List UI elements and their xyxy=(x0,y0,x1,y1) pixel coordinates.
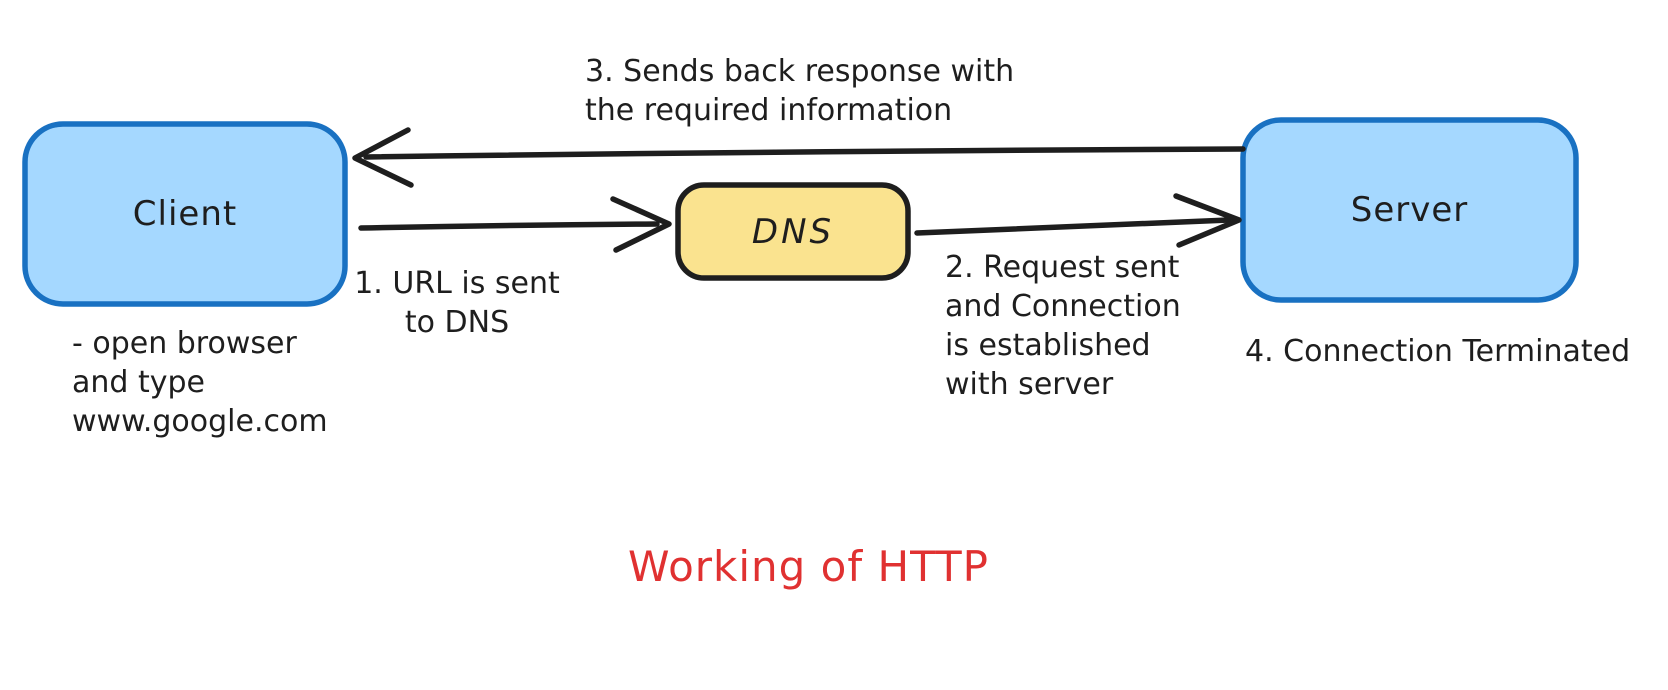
annotation-step2-line3: is established xyxy=(945,328,1151,363)
server-box xyxy=(1240,117,1579,303)
client-to-dns-arrow-line xyxy=(358,221,660,231)
client-label: Client xyxy=(132,194,238,234)
client-note-line2: and type xyxy=(72,365,205,400)
annotation-step2-line2: and Connection xyxy=(945,289,1181,324)
annotation-step3: 3. Sends back response with the required… xyxy=(585,52,1014,130)
annotation-step2: 2. Request sent and Connection is establ… xyxy=(945,248,1181,404)
annotation-step3-line2: the required information xyxy=(585,93,953,128)
client-to-dns-arrow xyxy=(358,196,672,253)
annotation-step4: 4. Connection Terminated xyxy=(1245,332,1630,371)
response-arrow xyxy=(352,127,1246,188)
annotation-step4-line1: 4. Connection Terminated xyxy=(1245,334,1631,369)
client-to-dns-arrow-head xyxy=(610,196,672,253)
response-arrow-line xyxy=(363,146,1246,160)
annotation-step1-line2: to DNS xyxy=(404,305,510,340)
annotation-step1: 1. URL is sent to DNS xyxy=(348,264,566,342)
client-note-line1: - open browser xyxy=(72,326,297,361)
dns-label: DNS xyxy=(751,211,835,252)
diagram-title: Working of HTTP xyxy=(628,542,989,591)
annotation-step2-line1: 2. Request sent xyxy=(945,250,1180,285)
server-label: Server xyxy=(1350,190,1469,230)
annotation-step2-line4: with server xyxy=(945,367,1114,402)
client-note: - open browser and type www.google.com xyxy=(72,324,328,441)
response-arrow-head xyxy=(352,127,414,188)
dns-to-server-arrow-head xyxy=(1173,193,1242,248)
dns-to-server-arrow-line xyxy=(914,217,1232,236)
client-note-line3: www.google.com xyxy=(72,404,328,439)
dns-box xyxy=(675,182,911,281)
dns-to-server-arrow xyxy=(914,193,1242,248)
annotation-step1-line1: 1. URL is sent xyxy=(354,266,560,301)
annotation-step3-line1: 3. Sends back response with xyxy=(585,54,1015,89)
client-box xyxy=(22,121,348,307)
